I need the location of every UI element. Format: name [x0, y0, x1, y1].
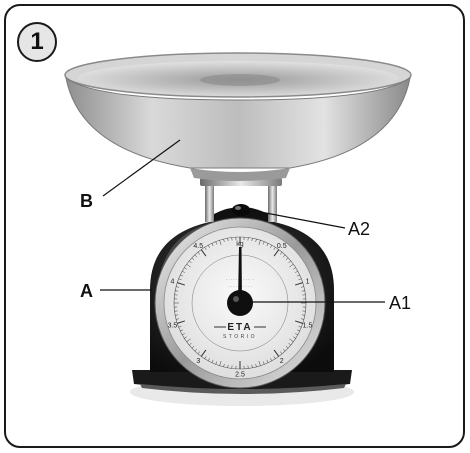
label-A1: A1	[389, 294, 411, 312]
label-B: B	[80, 192, 93, 210]
tare-knob	[232, 204, 250, 216]
dial-sub-brand: STORIO	[223, 334, 257, 340]
dial-number: 0.5	[277, 243, 287, 250]
dial-number: 2	[280, 358, 284, 365]
pan-support-left	[205, 180, 214, 222]
dial-number: 3.5	[168, 322, 178, 329]
label-A: A	[80, 282, 93, 300]
dial-number: 1.5	[303, 322, 313, 329]
dial-number: 4.5	[193, 243, 203, 250]
dial-number: 4	[171, 279, 175, 286]
dial-top-unit: kg	[236, 241, 244, 248]
dial-number: 1	[306, 279, 310, 286]
dial-number: 2.5	[235, 372, 245, 379]
pan-support-right	[268, 180, 277, 222]
label-A2: A2	[348, 220, 370, 238]
dial-hub	[227, 290, 253, 316]
dial-brand: ETA	[227, 322, 252, 333]
dial-number: 3	[196, 358, 200, 365]
